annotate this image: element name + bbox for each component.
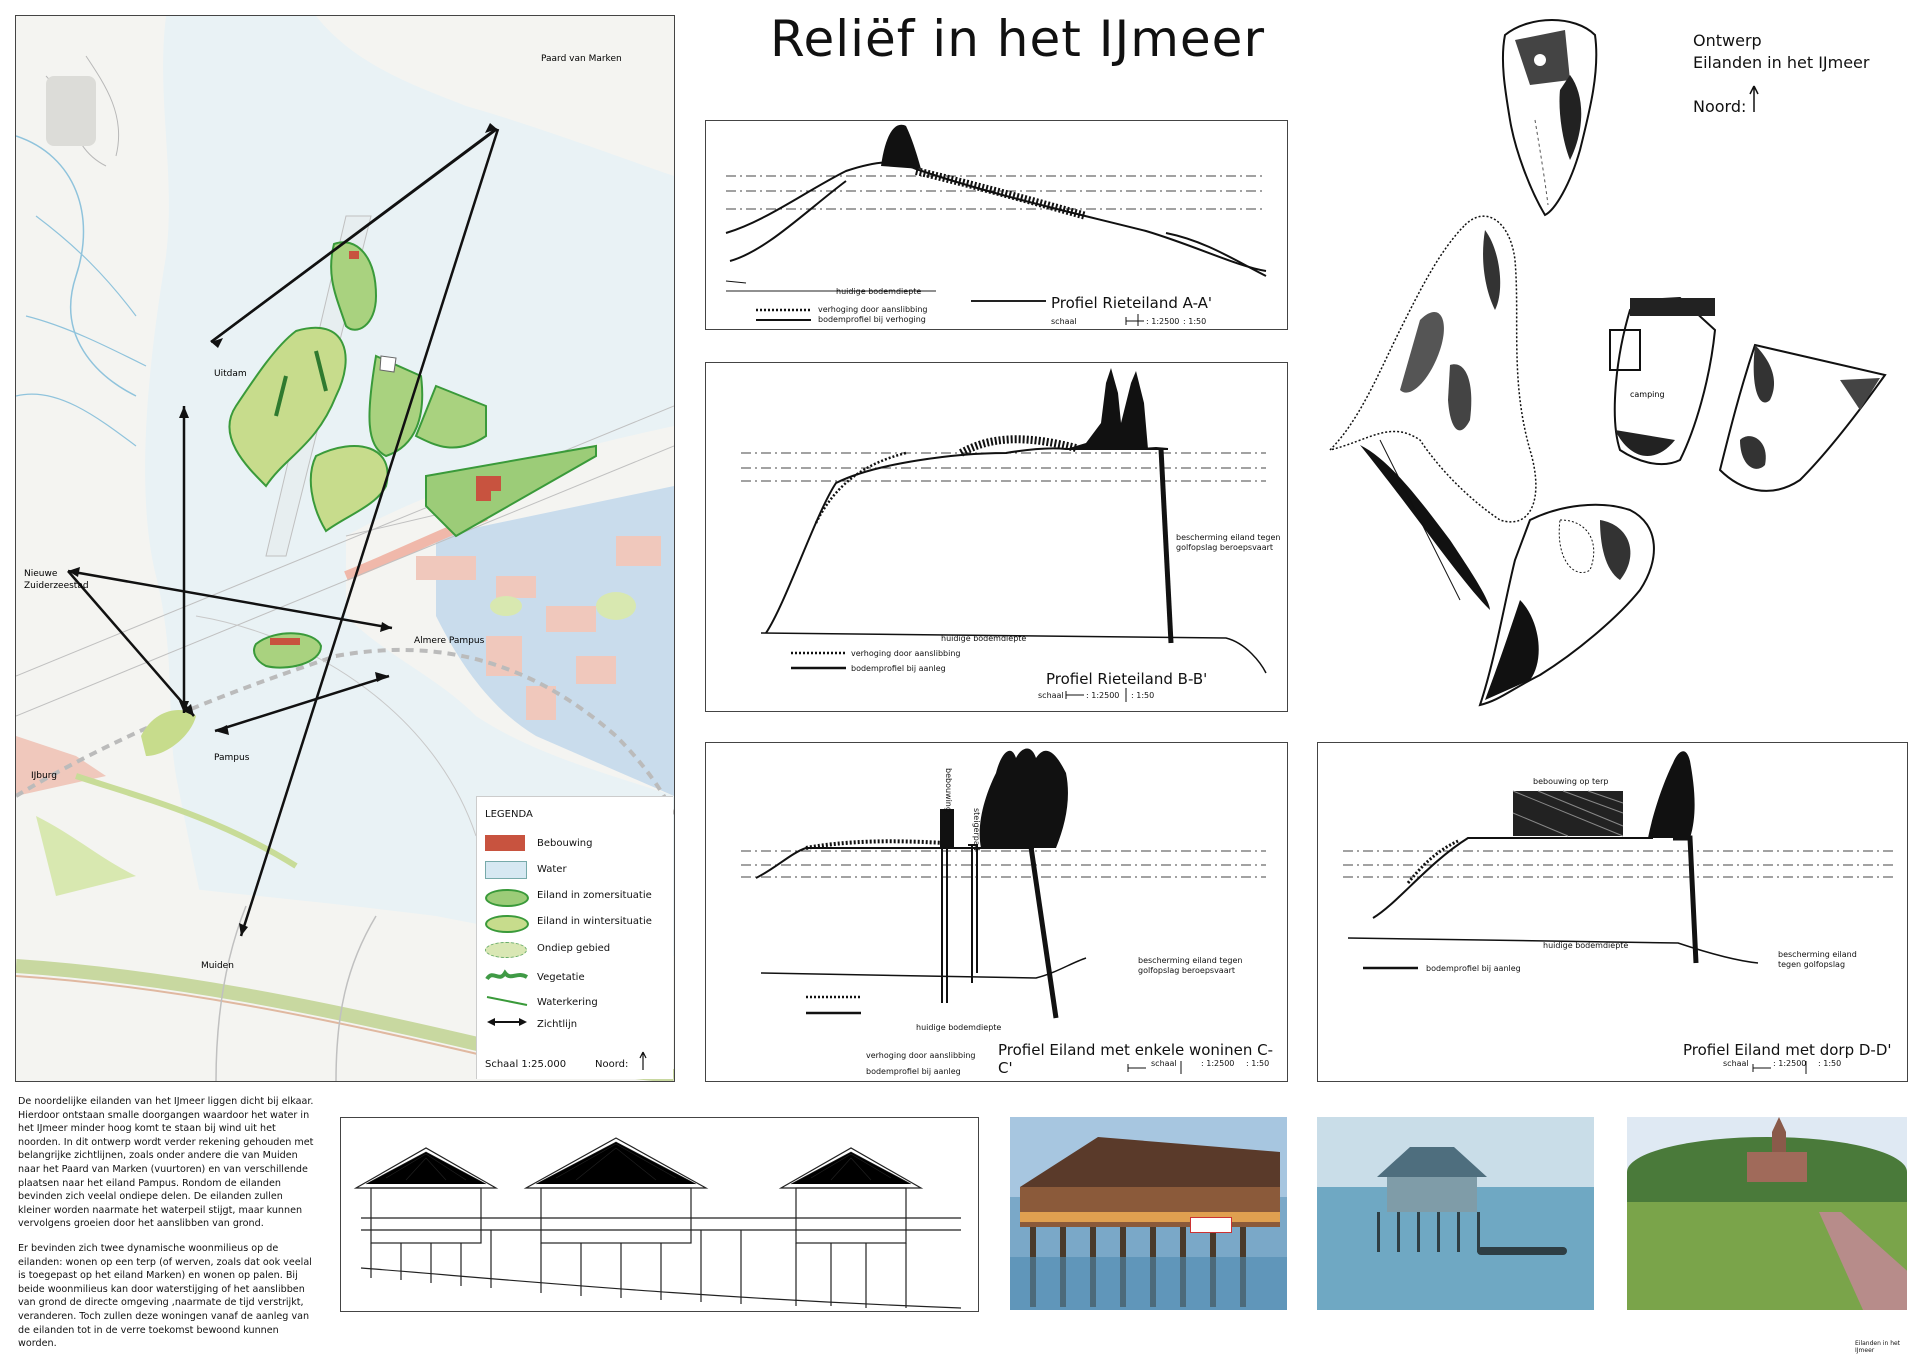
- profile-aa-legend-2: bodemprofiel bij verhoging: [818, 315, 926, 324]
- footer-caption: Eilanden in het IJmeer: [1855, 1340, 1901, 1354]
- island-sketches: camping: [1327, 19, 1887, 707]
- profile-cc-panel: bebouwing steigerpad bescherming eiland …: [705, 742, 1288, 1082]
- profile-bb-protect-2: golfopslag beroepsvaart: [1176, 543, 1274, 552]
- profile-bb-legend-2: bodemprofiel bij aanleg: [851, 664, 946, 673]
- profile-dd-scale-2: : 1:50: [1818, 1059, 1842, 1068]
- design-subtitle: Eilanden in het IJmeer: [1693, 53, 1870, 72]
- profile-bb-legend-1: verhoging door aanslibbing: [851, 649, 961, 658]
- island-sketch-c: [1478, 503, 1655, 707]
- description-paragraph-1: De noordelijke eilanden van het IJmeer l…: [18, 1096, 314, 1230]
- profile-bb-scale-2: : 1:50: [1131, 691, 1155, 700]
- north-arrow-icon: [639, 1051, 647, 1070]
- sight-lines: [67, 127, 500, 937]
- profile-dd-depth: huidige bodemdiepte: [1543, 941, 1629, 950]
- stilt-houses-sketch: [340, 1117, 979, 1312]
- map-islands: [141, 241, 597, 756]
- profile-aa-depth: huidige bodemdiepte: [836, 287, 922, 296]
- profile-dd-scale-1: : 1:2500: [1773, 1059, 1807, 1068]
- profile-cc-scale-2: : 1:50: [1246, 1059, 1270, 1068]
- profile-bb-drawing: [741, 368, 1267, 702]
- legend-label-vegetatie: Vegetatie: [537, 972, 585, 983]
- label-ijburg: IJburg: [31, 771, 57, 781]
- profile-aa-panel: huidige bodemdiepte verhoging door aansl…: [705, 120, 1288, 330]
- legend-scale: Schaal 1:25.000: [485, 1059, 567, 1070]
- profile-dd-panel: bebouwing op terp bescherming eiland teg…: [1317, 742, 1908, 1082]
- label-pampus: Pampus: [214, 753, 250, 763]
- design-north-label: Noord:: [1693, 97, 1747, 116]
- legend-swatch-bebouwing: [485, 835, 525, 851]
- profile-aa-drawing: [725, 124, 1267, 326]
- profile-cc-legend-1: verhoging door aanslibbing: [866, 1051, 976, 1060]
- profile-bb-protect-1: bescherming eiland tegen: [1176, 533, 1281, 542]
- profile-dd-title: Profiel Eiland met dorp D-D': [1683, 1041, 1892, 1059]
- profile-cc-protect-2: golfopslag beroepsvaart: [1138, 966, 1236, 975]
- legend-label-zichtlijn: Zichtlijn: [537, 1019, 578, 1030]
- map-legend: LEGENDA Bebouwing Water Eiland in zomers…: [476, 796, 673, 1079]
- profile-cc-depth: huidige bodemdiepte: [916, 1023, 1002, 1032]
- profile-bb-panel: bescherming eiland tegen golfopslag bero…: [705, 362, 1288, 712]
- zichtlijn-arrow-icon: [487, 1018, 527, 1026]
- island-sketch-camping: [1609, 296, 1717, 466]
- label-paard: Paard van Marken: [541, 54, 622, 64]
- photo-house-on-stilts: [1010, 1117, 1287, 1310]
- profile-dd-building: bebouwing op terp: [1533, 777, 1609, 786]
- profile-bb-scale-1: : 1:2500: [1086, 691, 1120, 700]
- island-sketch-a: [1327, 215, 1537, 610]
- legend-swatch-winter: [485, 915, 529, 933]
- island-sketch-d: [1501, 19, 1598, 217]
- profile-dd-legend-2: bodemprofiel bij aanleg: [1426, 964, 1521, 973]
- profile-cc-title: Profiel Eiland met enkele woninen C-C': [998, 1041, 1273, 1077]
- legend-swatch-water: [485, 861, 527, 879]
- profile-cc-scale-1: : 1:2500: [1201, 1059, 1235, 1068]
- legend-swatch-vegetatie: [485, 969, 529, 981]
- photo-dike-village: [1627, 1117, 1907, 1310]
- label-uitdam: Uitdam: [214, 369, 247, 379]
- profile-aa-scale: schaal: [1051, 317, 1077, 326]
- legend-title: LEGENDA: [485, 809, 533, 820]
- map-panel: Paard van Marken Uitdam Nieuwe Zuiderzee…: [15, 15, 675, 1082]
- label-nieuwe-2: Zuiderzeestad: [24, 581, 89, 591]
- north-arrow-icon: [1749, 85, 1759, 112]
- legend-swatch-ondiep: [485, 942, 527, 958]
- profile-cc-protect-1: bescherming eiland tegen: [1138, 956, 1243, 965]
- description-paragraph-2: Er bevinden zich twee dynamische woonmil…: [18, 1242, 312, 1350]
- profile-cc-drawing: [741, 748, 1266, 1074]
- page-title: Reliëf in het IJmeer: [770, 10, 1265, 68]
- legend-label-bebouwing: Bebouwing: [537, 838, 593, 849]
- profile-cc-scale: schaal: [1151, 1059, 1177, 1068]
- profile-aa-scale-1: : 1:2500: [1146, 317, 1180, 326]
- profile-dd-scale: schaal: [1723, 1059, 1749, 1068]
- profile-aa-scale-2: : 1:50: [1183, 317, 1207, 326]
- profile-bb-title: Profiel Rieteiland B-B': [1046, 670, 1208, 688]
- profile-cc-path: steigerpad: [972, 808, 981, 851]
- island-sketch-b: [1718, 343, 1887, 492]
- design-label: Ontwerp: [1693, 31, 1762, 50]
- profile-aa-legend-1: verhoging door aanslibbing: [818, 305, 928, 314]
- profile-cc-building: bebouwing: [944, 768, 953, 812]
- profile-bb-depth: huidige bodemdiepte: [941, 634, 1027, 643]
- profile-dd-protect-1: bescherming eiland: [1778, 950, 1857, 959]
- legend-label-waterkering: Waterkering: [537, 997, 598, 1008]
- label-nieuwe-1: Nieuwe: [24, 569, 58, 579]
- label-muiden: Muiden: [201, 961, 234, 971]
- profile-aa-title: Profiel Rieteiland A-A': [1051, 294, 1213, 312]
- legend-label-zomer: Eiland in zomersituatie: [537, 890, 652, 901]
- description: De noordelijke eilanden van het IJmeer l…: [18, 1095, 318, 1362]
- profile-dd-protect-2: tegen golfopslag: [1778, 960, 1846, 969]
- legend-swatch-waterkering: [486, 996, 528, 1006]
- profile-cc-legend-2: bodemprofiel bij aanleg: [866, 1067, 961, 1076]
- legend-label-water: Water: [537, 864, 567, 875]
- legend-label-ondiep: Ondiep gebied: [537, 943, 611, 954]
- photo-fishing-hut: [1317, 1117, 1594, 1310]
- legend-swatch-zomer: [485, 889, 529, 907]
- stilt-houses-drawing: [353, 1137, 962, 1309]
- legend-label-winter: Eiland in wintersituatie: [537, 916, 652, 927]
- profile-dd-drawing: [1343, 751, 1893, 1074]
- legend-north-label: Noord:: [595, 1059, 629, 1070]
- label-almere: Almere Pampus: [414, 636, 485, 646]
- profile-bb-scale: schaal: [1038, 691, 1064, 700]
- island-camping-label: camping: [1630, 390, 1665, 399]
